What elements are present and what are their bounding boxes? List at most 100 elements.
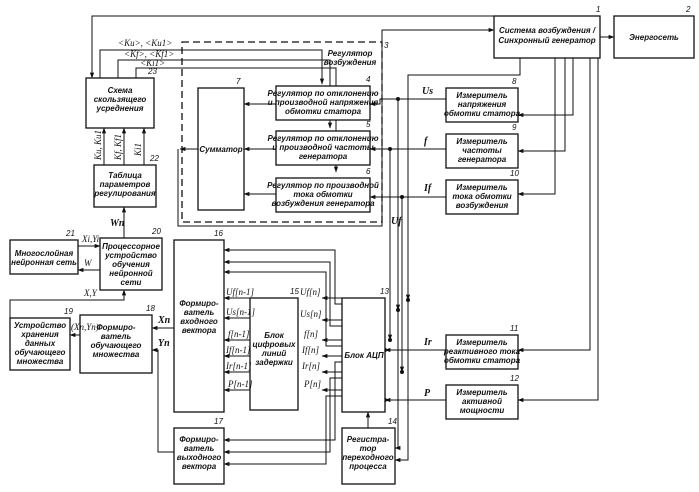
block-20: 20 Процессорное устройство обучения нейр… — [100, 227, 162, 290]
signal-delay-out-5: P[n-1] — [227, 379, 253, 389]
block-20-line-3: обучения — [112, 260, 150, 269]
block-18-number: 18 — [146, 304, 155, 313]
block-22-line-2: параметров — [100, 180, 151, 189]
block-19: 19 Устройство хранения данных обучающего… — [10, 307, 73, 370]
block-11-line-2: реактивного тока — [443, 347, 521, 356]
block-3-title: 3 Регулятор возбуждения — [324, 41, 389, 67]
block-19-line-1: Устройство — [14, 321, 66, 330]
block-7-number: 7 — [236, 77, 241, 86]
block-4-line-2: и производной напряжения — [268, 98, 379, 107]
block-15-number: 15 — [290, 287, 299, 296]
junction-dots — [383, 97, 410, 402]
block-16-line-4: вектора — [182, 326, 217, 335]
block-8-line-1: Измеритель — [456, 91, 507, 100]
block-14-line-1: Регистра- — [347, 435, 390, 444]
block-1: 1 Система возбуждения / Синхронный генер… — [494, 5, 600, 58]
block-17-line-2: ватель — [184, 444, 215, 453]
signal-delay-in-0: Uf[n] — [300, 287, 321, 297]
block-10-line-1: Измеритель — [456, 183, 507, 192]
block-19-line-3: данных — [25, 339, 56, 348]
block-14-line-3: переходного — [342, 453, 393, 462]
signal-ku-top: <Ku>, <Ku1> — [118, 38, 172, 48]
block-6-line-2: тока обмотки — [293, 190, 352, 199]
block-15: 15 Блок цифровых линий задержки — [250, 287, 299, 410]
block-2-line-1: Энергосеть — [629, 33, 679, 42]
block-16-number: 16 — [214, 229, 223, 238]
block-12-line-1: Измеритель — [456, 388, 507, 397]
block-20-line-2: устройство — [104, 251, 157, 260]
block-12-line-2: активной — [462, 397, 502, 406]
block-8: 8 Измеритель напряжения обмотки статора — [444, 77, 521, 122]
block-13-line-1: Блок АЦП — [344, 351, 383, 360]
block-10-number: 10 — [510, 169, 519, 178]
signal-delay-out-3: If[n-1] — [225, 345, 251, 355]
block-5-line-1: Регулятор по отклонению — [267, 134, 378, 143]
block-4-line-3: обмотки статора — [285, 107, 362, 116]
signal-ir: Ir — [423, 337, 432, 348]
signal-f: f — [424, 136, 429, 147]
block-16-line-3: входного — [180, 317, 218, 326]
block-4: 4 Регулятор по отклонению и производной … — [267, 75, 378, 120]
signal-delay-out-1: Us[n-1] — [226, 307, 256, 317]
block-3-line-1: Регулятор — [328, 49, 373, 58]
block-8-line-3: обмотки статора — [444, 109, 521, 118]
block-16: 16 Формиро- ватель входного вектора — [174, 229, 224, 412]
block-23-line-3: усреднения — [96, 104, 144, 113]
block-5-number: 5 — [366, 120, 371, 129]
block-11-number: 11 — [510, 324, 518, 333]
block-10-line-3: возбуждения — [456, 201, 509, 210]
block-9-line-3: генератора — [458, 155, 507, 164]
block-6-number: 6 — [366, 167, 371, 176]
signal-delay-out-4: Ir[n-1] — [225, 361, 252, 371]
block-8-number: 8 — [512, 77, 517, 86]
block-19-line-5: множества — [17, 357, 64, 366]
block-7-line-1: Сумматор — [199, 145, 242, 154]
signal-xiyi: Xi,Yi — [81, 234, 100, 244]
signal-delay-in-4: Ir[n] — [301, 361, 321, 371]
block-6: 6 Регулятор по производной тока обмотки … — [267, 167, 379, 212]
block-12: 12 Измеритель активной мощности — [446, 374, 519, 419]
block-3-number: 3 — [384, 41, 389, 50]
block-22-line-1: Таблица — [108, 171, 142, 180]
signal-xnyn: (Xn,Yn) — [71, 322, 99, 332]
block-6-line-3: возбуждения генератора — [271, 199, 375, 208]
signal-ki1-top: <Ki1> — [140, 58, 165, 68]
block-5-line-3: генератора — [299, 152, 348, 161]
block-19-line-2: хранения — [20, 330, 59, 339]
block-18-line-2: ватель — [101, 332, 132, 341]
block-16-line-2: ватель — [184, 308, 215, 317]
block-13: 13 Блок АЦП — [342, 287, 389, 412]
block-16-line-1: Формиро- — [179, 299, 218, 308]
block-4-number: 4 — [366, 75, 371, 84]
block-9-line-2: частоты — [462, 146, 502, 155]
signal-delay-out-0: Uf[n-1] — [226, 287, 254, 297]
block-21: 21 Многослойная нейронная сеть — [10, 229, 78, 274]
block-14-number: 14 — [388, 417, 397, 426]
block-12-line-3: мощности — [460, 406, 505, 415]
block-18-line-4: множества — [93, 350, 140, 359]
signal-delay-in-2: f[n] — [304, 329, 319, 339]
block-1-line-2: Синхронный генератор — [498, 36, 595, 45]
block-20-line-5: сети — [121, 278, 142, 287]
block-23-number: 23 — [147, 67, 157, 76]
block-21-line-1: Многослойная — [15, 249, 74, 258]
block-12-number: 12 — [510, 374, 519, 383]
signal-us: Us — [422, 86, 433, 97]
signal-uf: Uf — [391, 216, 403, 227]
signal-delay-in-5: P[n] — [303, 379, 322, 389]
signal-delay-out-2: f[n-1] — [228, 329, 250, 339]
block-9: 9 Измеритель частоты генератора — [446, 123, 518, 168]
signal-w: W — [84, 258, 93, 268]
block-19-number: 19 — [64, 307, 73, 316]
block-23-line-2: скользящего — [94, 95, 147, 104]
block-3-line-2: возбуждения — [324, 58, 377, 67]
block-8-line-2: напряжения — [458, 100, 507, 109]
block-15-line-4: задержки — [255, 358, 293, 367]
block-13-number: 13 — [380, 287, 389, 296]
block-9-line-1: Измеритель — [456, 137, 507, 146]
block-14-line-4: процесса — [349, 462, 387, 471]
block-18: 18 Формиро- ватель обучающего множества — [80, 304, 155, 373]
block-1-number: 1 — [596, 5, 600, 14]
block-22-number: 22 — [149, 154, 159, 163]
block-17-number: 17 — [214, 417, 223, 426]
